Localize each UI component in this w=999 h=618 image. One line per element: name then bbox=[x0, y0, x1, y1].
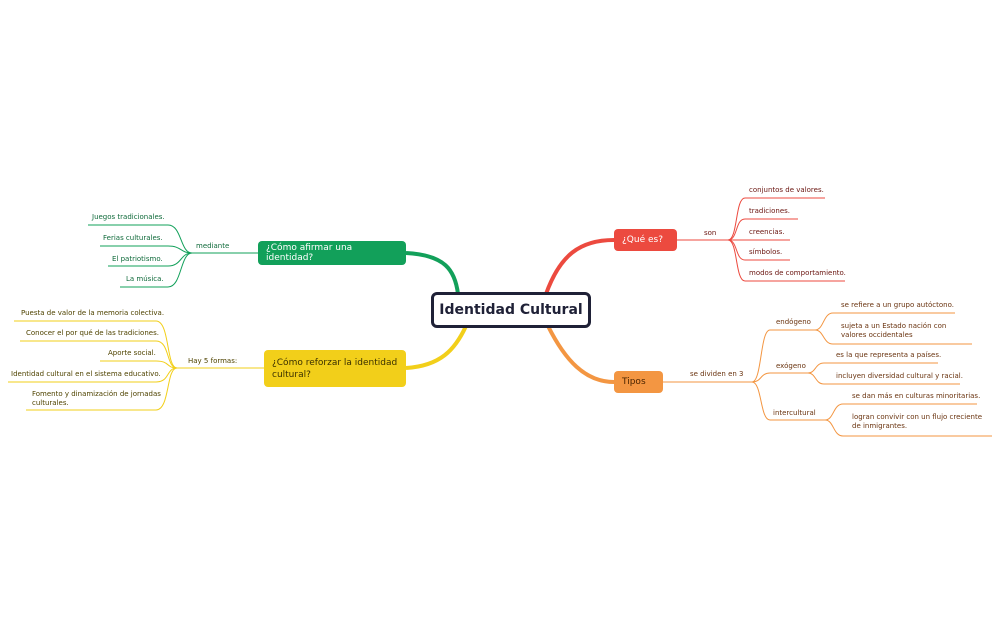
type-endogeno[interactable]: endógeno bbox=[776, 318, 811, 326]
trunk-green bbox=[405, 251, 460, 295]
list-item[interactable]: se dan más en culturas minoritarias. bbox=[852, 392, 981, 400]
list-item[interactable]: El patriotismo. bbox=[112, 255, 163, 263]
list-item[interactable]: se refiere a un grupo autóctono. bbox=[841, 301, 954, 309]
list-item[interactable]: sujeta a un Estado nación con valores oc… bbox=[841, 322, 947, 339]
list-item[interactable]: es la que representa a países. bbox=[836, 351, 942, 359]
type-intercultural[interactable]: intercultural bbox=[773, 409, 816, 417]
list-item[interactable]: modos de comportamiento. bbox=[749, 269, 846, 277]
list-item[interactable]: logran convivir con un flujo creciente d… bbox=[852, 413, 983, 430]
list-item[interactable]: conjuntos de valores. bbox=[749, 186, 824, 194]
list-item[interactable]: Puesta de valor de la memoria colectiva. bbox=[21, 309, 165, 317]
topic-reforzar[interactable]: ¿Cómo reforzar la identidad cultural? bbox=[264, 350, 406, 387]
trunk-orange bbox=[546, 325, 615, 384]
list-item[interactable]: Conocer el por qué de las tradiciones. bbox=[26, 329, 159, 337]
connector-mediante: mediante bbox=[196, 242, 230, 250]
trunk-red bbox=[544, 238, 615, 295]
list-item[interactable]: Ferias culturales. bbox=[103, 234, 163, 242]
connector-se-dividen: se dividen en 3 bbox=[690, 370, 744, 378]
topic-que-es[interactable]: ¿Qué es? bbox=[614, 229, 677, 251]
list-item[interactable]: Aporte social. bbox=[108, 349, 156, 357]
list-item[interactable]: La música. bbox=[126, 275, 164, 283]
list-item[interactable]: tradiciones. bbox=[749, 207, 790, 215]
connector-hay-5-formas: Hay 5 formas: bbox=[188, 357, 238, 365]
list-item[interactable]: creencias. bbox=[749, 228, 785, 236]
connector-son: son bbox=[704, 229, 717, 237]
type-exogeno[interactable]: exógeno bbox=[776, 362, 806, 370]
list-item[interactable]: símbolos. bbox=[749, 248, 783, 256]
list-item[interactable]: incluyen diversidad cultural y racial. bbox=[836, 372, 963, 380]
list-item[interactable]: Fomento y dinamización de jornadas cultu… bbox=[32, 390, 161, 407]
list-item[interactable]: Identidad cultural en el sistema educati… bbox=[11, 370, 161, 378]
topic-tipos[interactable]: Tipos bbox=[614, 371, 663, 393]
topic-afirmar[interactable]: ¿Cómo afirmar una identidad? bbox=[258, 241, 406, 265]
trunk-yellow bbox=[405, 325, 468, 370]
central-topic[interactable]: Identidad Cultural bbox=[431, 292, 591, 328]
list-item[interactable]: Juegos tradicionales. bbox=[92, 213, 165, 221]
